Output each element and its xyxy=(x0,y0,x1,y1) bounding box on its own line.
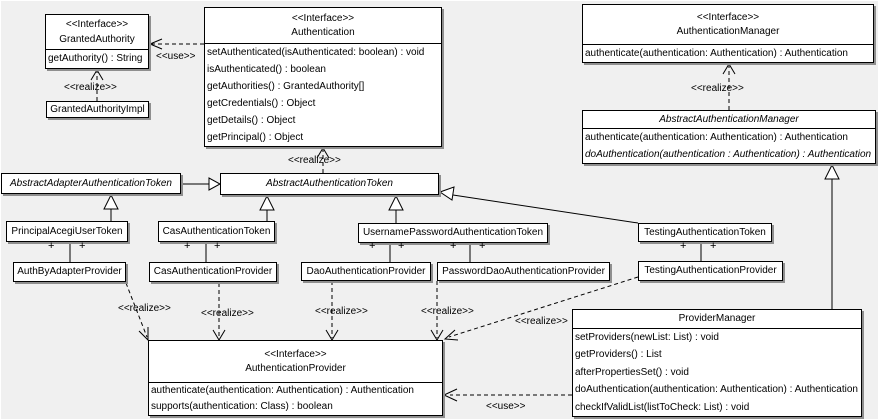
class-authentication-manager[interactable]: <<Interface>> AuthenticationManager auth… xyxy=(582,4,874,63)
association-end-marker: + xyxy=(79,240,86,252)
realize-testingauthenticationprovider xyxy=(443,276,639,341)
association-end-marker: + xyxy=(710,240,717,252)
method-label: afterPropertiesSet() : void xyxy=(575,366,689,378)
realize-label: <<realize>> xyxy=(64,82,117,93)
class-authentication-provider[interactable]: <<Interface>> AuthenticationProvider aut… xyxy=(148,340,443,416)
realize-abstractauthenticationtoken xyxy=(316,147,330,173)
class-name: AuthenticationProvider xyxy=(245,363,346,374)
class-header: <<Interface>> GrantedAuthority xyxy=(46,15,148,50)
class-name: TestingAuthenticationProvider xyxy=(644,265,777,277)
association-end-marker: + xyxy=(450,240,457,252)
class-header: <<Interface>> AuthenticationProvider xyxy=(149,341,442,383)
class-granted-authority-impl[interactable]: GrantedAuthorityImpl xyxy=(46,101,149,118)
method-label: getDetails() : Object xyxy=(207,114,296,126)
class-name: TestingAuthenticationToken xyxy=(644,226,766,238)
method-label: authenticate(authentication: Authenticat… xyxy=(585,131,848,143)
class-header: <<Interface>> Authentication xyxy=(205,8,441,44)
method-label: checkIfValidList(listToCheck: List) : vo… xyxy=(575,401,750,413)
class-name: ProviderManager xyxy=(678,313,756,325)
method-label: authenticate(authentication: Authenticat… xyxy=(151,385,414,397)
method-label: getAuthority() : String xyxy=(48,53,143,65)
class-name: CasAuthenticationToken xyxy=(162,225,271,237)
method-label: authenticate(authentication: Authenticat… xyxy=(585,47,848,59)
class-dao-authentication-provider[interactable]: DaoAuthenticationProvider xyxy=(301,262,431,281)
association-end-marker: + xyxy=(184,240,191,252)
realize-label: <<realize>> xyxy=(118,303,171,314)
realize-abstractauthenticationmanager xyxy=(722,63,736,110)
generalization-providermanager xyxy=(824,163,840,309)
realize-label: <<realize>> xyxy=(288,155,341,166)
method-label: doAuthentication(authentication: Authent… xyxy=(575,384,858,396)
use-dependency-providermanager-authenticationprovider xyxy=(442,388,572,402)
association-end-marker: + xyxy=(680,240,687,252)
class-header: ProviderManager xyxy=(573,310,861,329)
class-password-dao-authentication-provider[interactable]: PasswordDaoAuthenticationProvider xyxy=(437,262,610,281)
use-label: <<use>> xyxy=(156,51,196,62)
class-authentication[interactable]: <<Interface>> Authentication setAuthenti… xyxy=(204,7,442,147)
class-name: UsernamePasswordAuthenticationToken xyxy=(362,227,544,239)
generalization-usernamepasswordtoken xyxy=(388,194,404,223)
class-cas-authentication-token[interactable]: CasAuthenticationToken xyxy=(158,221,275,242)
realize-label: <<realize>> xyxy=(515,316,568,327)
class-abstract-authentication-manager[interactable]: AbstractAuthenticationManager authentica… xyxy=(582,110,876,164)
class-name: Authentication xyxy=(291,27,355,38)
stereotype-label: <<Interface>> xyxy=(696,11,760,23)
class-name: PrincipalAcegiUserToken xyxy=(11,225,123,237)
class-name: GrantedAuthority xyxy=(59,33,135,45)
class-name: CasAuthenticationProvider xyxy=(153,266,273,278)
use-dependency-authentication-grantedauthority xyxy=(148,38,204,50)
class-abstract-authentication-token[interactable]: AbstractAuthenticationToken xyxy=(220,173,439,195)
class-name: AuthenticationManager xyxy=(676,26,780,37)
realize-grantedauthorityimpl xyxy=(90,69,104,101)
class-auth-by-adapter-provider[interactable]: AuthByAdapterProvider xyxy=(13,262,126,282)
realize-label: <<realize>> xyxy=(315,306,368,317)
class-header: AbstractAuthenticationManager xyxy=(583,111,875,129)
class-testing-authentication-provider[interactable]: TestingAuthenticationProvider xyxy=(638,261,783,281)
class-name: GrantedAuthorityImpl xyxy=(50,103,145,115)
method-label: setAuthenticated(isAuthenticated: boolea… xyxy=(207,46,425,58)
class-header: <<Interface>> AuthenticationManager xyxy=(583,5,873,45)
method-label: getAuthorities() : GrantedAuthority[] xyxy=(207,80,365,92)
use-label: <<use>> xyxy=(486,401,526,412)
realize-label: <<realize>> xyxy=(201,308,254,319)
method-label: getPrincipal() : Object xyxy=(207,131,304,143)
association-token-provider-lines xyxy=(69,242,702,262)
stereotype-label: <<Interface>> xyxy=(291,12,355,24)
stereotype-label: <<Interface>> xyxy=(264,348,327,360)
realize-label: <<realize>> xyxy=(421,306,474,317)
association-end-marker: + xyxy=(398,240,405,252)
class-name: AbstractAuthenticationManager xyxy=(659,113,799,125)
stereotype-label: <<Interface>> xyxy=(65,19,129,30)
class-granted-authority[interactable]: <<Interface>> GrantedAuthority getAuthor… xyxy=(45,14,149,69)
association-end-marker: + xyxy=(214,240,221,252)
association-end-marker: + xyxy=(48,240,55,252)
generalization-principalacegiusertoken xyxy=(103,193,119,221)
method-label: getCredentials() : Object xyxy=(207,97,316,109)
method-label: supports(authentication: Class) : boolea… xyxy=(151,401,333,413)
class-principal-acegi-user-token[interactable]: PrincipalAcegiUserToken xyxy=(6,221,128,242)
class-provider-manager[interactable]: ProviderManager setProviders(newList: Li… xyxy=(572,309,862,417)
generalization-casauthenticationtoken xyxy=(259,194,275,221)
generalization-testingauthenticationtoken xyxy=(438,186,639,224)
class-name: AbstractAuthenticationToken xyxy=(266,178,393,190)
class-testing-authentication-token[interactable]: TestingAuthenticationToken xyxy=(638,223,772,242)
class-name: AbstractAdapterAuthenticationToken xyxy=(10,177,172,189)
generalization-abstractadapter-token xyxy=(181,177,222,191)
association-end-marker: + xyxy=(369,240,376,252)
class-name: PasswordDaoAuthenticationProvider xyxy=(442,265,605,277)
method-label: doAuthentication(authentication : Authen… xyxy=(585,148,872,160)
class-abstract-adapter-authentication-token[interactable]: AbstractAdapterAuthenticationToken xyxy=(1,173,181,194)
class-name: DaoAuthenticationProvider xyxy=(306,265,426,277)
association-end-marker: + xyxy=(479,240,486,252)
method-label: getProviders() : List xyxy=(575,349,662,361)
class-name: AuthByAdapterProvider xyxy=(17,266,122,278)
class-username-password-authentication-token[interactable]: UsernamePasswordAuthenticationToken xyxy=(358,223,548,243)
method-label: isAuthenticated() : boolean xyxy=(207,63,326,75)
class-cas-authentication-provider[interactable]: CasAuthenticationProvider xyxy=(149,262,277,282)
realize-label: <<realize>> xyxy=(691,83,744,94)
method-label: setProviders(newList: List) : void xyxy=(575,331,719,343)
